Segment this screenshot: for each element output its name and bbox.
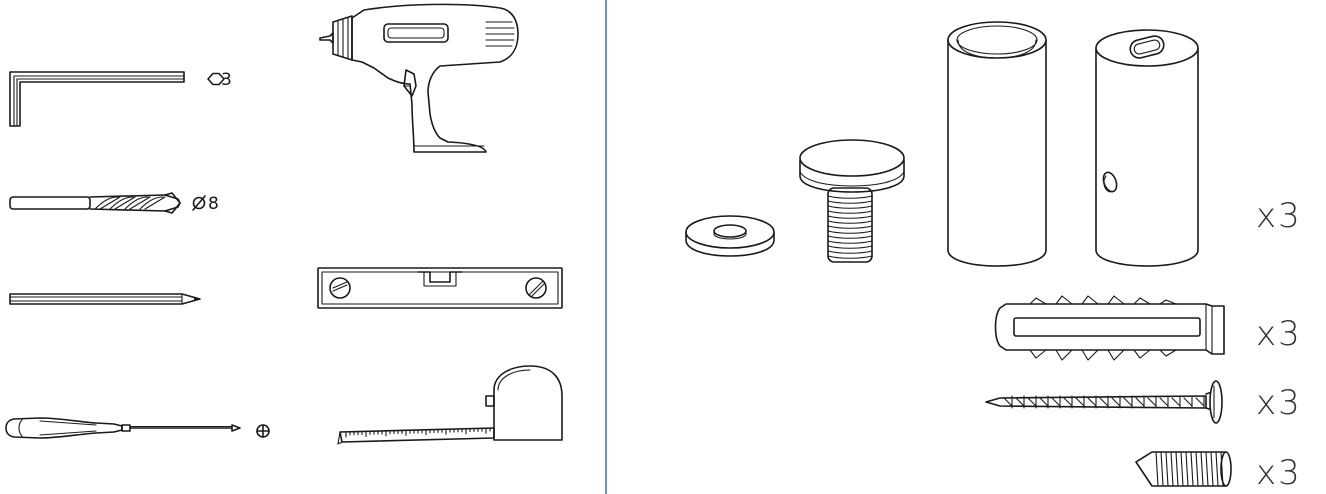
thread-stroke	[827, 250, 873, 254]
thread-stroke	[827, 210, 873, 214]
detail-stroke	[1075, 397, 1085, 407]
detail-stroke	[1155, 451, 1159, 487]
detail-stroke	[1175, 451, 1179, 487]
detail-stroke	[1063, 397, 1073, 407]
tape-measure-icon	[337, 365, 563, 445]
detail-stroke	[1087, 397, 1097, 407]
thread-stroke	[827, 195, 873, 199]
detail-stroke	[1180, 451, 1184, 487]
detail-stroke	[1039, 397, 1049, 407]
wall-plug-icon	[994, 295, 1225, 361]
drill-bit-size-label: 8	[208, 194, 219, 214]
wood-screw-quantity: x3	[1256, 383, 1302, 423]
set-screw-threads	[1155, 451, 1224, 487]
thread-stroke	[827, 205, 873, 209]
hex-key-icon	[9, 71, 225, 127]
detail-stroke	[1165, 451, 1169, 487]
thread-stroke	[827, 225, 873, 229]
detail-stroke	[1111, 397, 1121, 407]
screwdriver-icon	[5, 417, 270, 439]
thread-stroke	[827, 230, 873, 234]
detail-stroke	[1051, 397, 1061, 407]
tape-ticks	[345, 427, 491, 438]
drill-bit-icon	[9, 192, 181, 214]
detail-stroke	[1099, 397, 1109, 407]
hex-key-size-value: 3	[221, 70, 232, 90]
cordless-drill-icon	[319, 3, 519, 153]
detail-stroke	[1135, 397, 1145, 407]
wall-plug-quantity: x3	[1256, 314, 1302, 354]
detail-stroke	[1159, 397, 1169, 407]
detail-stroke	[1205, 451, 1209, 487]
screw-threads	[1003, 395, 1205, 409]
thread-stroke	[827, 220, 873, 224]
bolt-threads	[827, 195, 873, 259]
detail-stroke	[1220, 451, 1224, 487]
pencil-icon	[9, 293, 201, 305]
standoff-cap-icon	[947, 21, 1047, 267]
washer-icon	[685, 215, 775, 257]
set-screw-quantity: x3	[1256, 453, 1302, 493]
detail-stroke	[1195, 451, 1199, 487]
detail-stroke	[1195, 397, 1205, 407]
thread-stroke	[827, 245, 873, 249]
standoff-quantity: x3	[1256, 196, 1302, 236]
thread-stroke	[827, 235, 873, 239]
detail-stroke	[1185, 451, 1189, 487]
detail-stroke	[1215, 451, 1219, 487]
detail-stroke	[1015, 397, 1025, 407]
thread-stroke	[827, 200, 873, 204]
detail-stroke	[1200, 451, 1204, 487]
thread-stroke	[827, 255, 873, 259]
standoff-base-icon	[1095, 29, 1199, 267]
detail-stroke	[1003, 397, 1013, 407]
detail-stroke	[1160, 451, 1164, 487]
cap-bolt-icon	[799, 139, 905, 263]
detail-stroke	[1147, 397, 1157, 407]
detail-stroke	[1170, 451, 1174, 487]
detail-stroke	[1190, 451, 1194, 487]
set-screw-icon	[1135, 451, 1232, 487]
detail-stroke	[1171, 397, 1181, 407]
thread-stroke	[827, 240, 873, 244]
spirit-level-icon	[317, 267, 563, 309]
detail-stroke	[1210, 451, 1214, 487]
diameter-symbol-icon	[192, 195, 206, 211]
detail-stroke	[1027, 397, 1037, 407]
thread-stroke	[827, 215, 873, 219]
wood-screw-icon	[985, 380, 1223, 424]
detail-stroke	[1123, 397, 1133, 407]
detail-stroke	[1183, 397, 1193, 407]
